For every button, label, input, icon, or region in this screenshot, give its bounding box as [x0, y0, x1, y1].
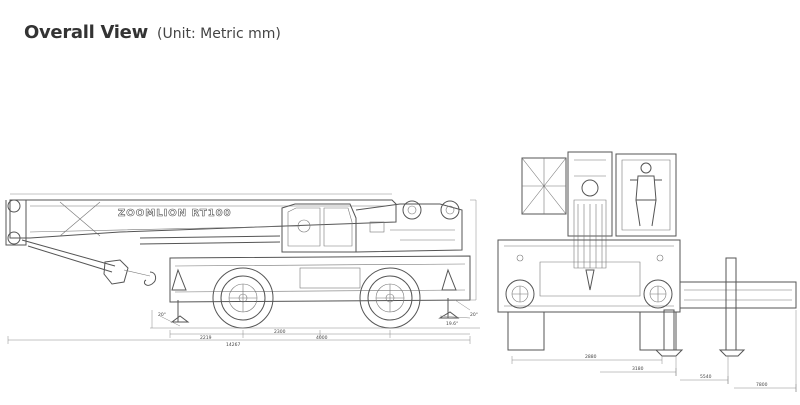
dim-wheelbase-mid: 2300 — [274, 329, 286, 335]
cab — [281, 203, 357, 253]
dim-wheelbase-left: 2219 — [200, 335, 212, 341]
dim-front-width-d: 7800 — [756, 382, 768, 388]
front-view: 2880 3180 5540 7800 — [497, 151, 797, 392]
carrier — [169, 255, 471, 323]
front-wheel-right — [643, 279, 673, 309]
page-header: Overall View (Unit: Metric mm) — [24, 22, 281, 43]
dim-overall-length: 14267 — [226, 342, 240, 348]
boom: ZOOMLION RT100 — [5, 199, 397, 286]
page-title: Overall View — [24, 22, 148, 43]
superstructure — [355, 200, 463, 253]
dim-side-angle: 20° — [470, 312, 478, 318]
unit-note: (Unit: Metric mm) — [157, 26, 281, 42]
front-carrier — [497, 239, 681, 313]
front-dimensions: 2880 3180 5540 7800 — [511, 310, 797, 392]
front-tire-right — [639, 312, 677, 351]
dim-front-width-c: 5540 — [700, 374, 712, 380]
front-wheel-left — [505, 279, 535, 309]
front-tire-left — [507, 312, 545, 351]
front-cab — [615, 153, 677, 237]
side-wheel-front — [212, 267, 274, 329]
side-wheel-rear — [359, 267, 421, 329]
front-mast — [567, 151, 613, 291]
boom-brand-text: ZOOMLION RT100 — [118, 208, 232, 219]
side-view: ZOOMLION RT100 — [5, 193, 480, 348]
front-lattice — [521, 157, 567, 215]
dim-departure-angle: 19.6° — [446, 321, 458, 327]
dim-approach-angle: 20° — [158, 312, 166, 318]
front-outrigger — [654, 257, 797, 357]
dim-front-width-a: 2880 — [585, 354, 597, 360]
dim-front-width-b: 3180 — [632, 366, 644, 372]
dim-wheelbase-right: 4000 — [316, 335, 328, 341]
side-dimensions: 2219 2300 4000 14267 20° 19.6° 20° — [7, 193, 480, 348]
